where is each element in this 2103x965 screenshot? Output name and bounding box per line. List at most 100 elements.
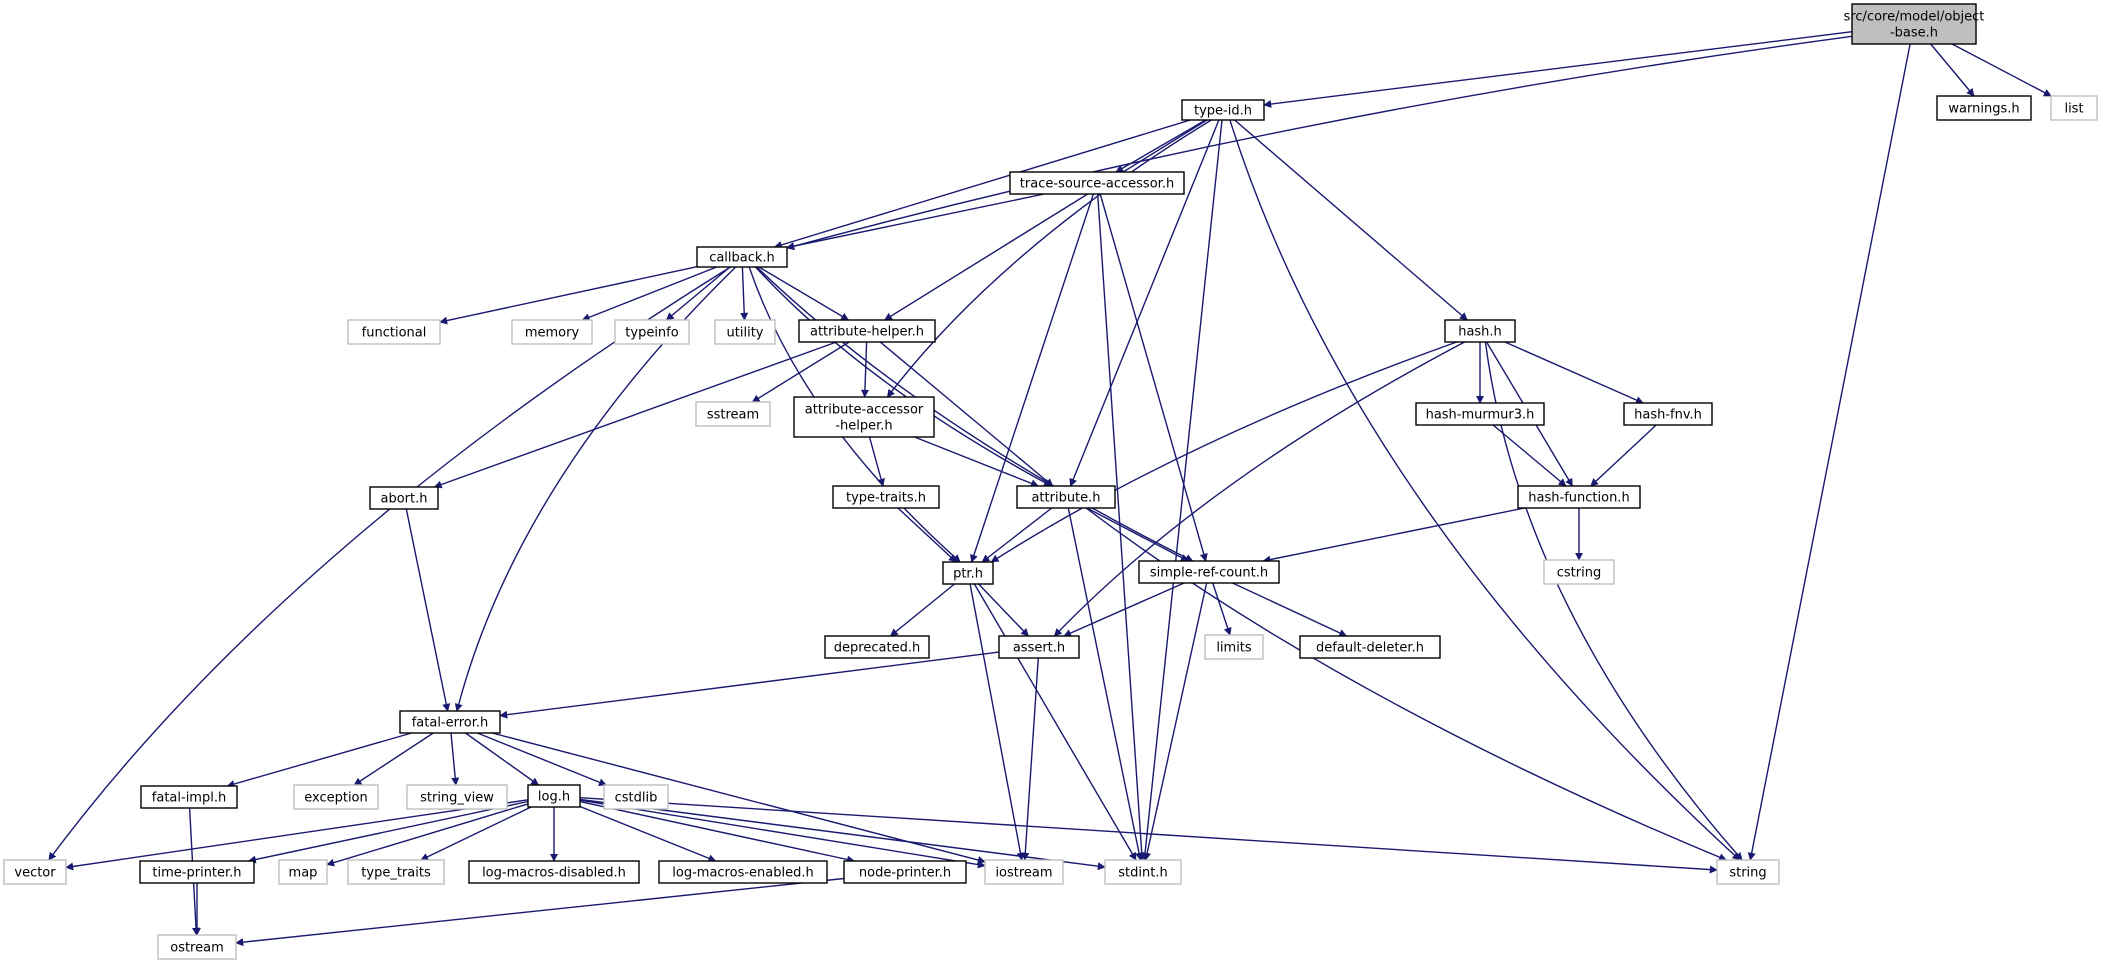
node-box (406, 784, 508, 810)
edge-assert-to-fatal-error (499, 651, 1000, 719)
node-limits: limits (1204, 634, 1264, 660)
node-default-deleter[interactable]: default-deleter.h (1299, 635, 1441, 659)
edge-simple-ref-count-to-stdint (1143, 582, 1208, 861)
node-box (1936, 95, 2032, 121)
edge-assert-to-iostream (1021, 657, 1039, 861)
node-memory: memory (511, 319, 593, 345)
node-box (1444, 319, 1516, 343)
node-label: node-printer.h (859, 866, 951, 881)
node-hash-fnv[interactable]: hash-fnv.h (1623, 402, 1713, 426)
node-attribute-accessor-helper[interactable]: attribute-accessor-helper.h (793, 396, 935, 438)
edge-type-id-to-hash (1234, 119, 1468, 321)
node-label: attribute.h (1031, 491, 1100, 506)
edge-fatal-error-to-cstdlib (477, 732, 607, 787)
edge-attribute-helper-to-abort (433, 341, 837, 489)
edge-log-to-string (579, 797, 1718, 874)
node-string-view: string_view (406, 784, 508, 810)
node-box (1299, 635, 1441, 659)
node-type-traits-h[interactable]: type-traits.h (832, 485, 940, 509)
edge-attribute-helper-to-attribute (879, 341, 1054, 487)
node-box (832, 485, 940, 509)
node-box (1716, 859, 1780, 885)
node-warnings[interactable]: warnings.h (1936, 95, 2032, 121)
node-box (984, 859, 1064, 885)
node-deprecated[interactable]: deprecated.h (824, 635, 930, 659)
node-node-printer[interactable]: node-printer.h (843, 860, 967, 884)
node-sstream: sstream (695, 401, 771, 427)
node-abort[interactable]: abort.h (369, 486, 439, 510)
node-attribute[interactable]: attribute.h (1016, 485, 1116, 509)
node-log[interactable]: log.h (527, 784, 581, 808)
edge-type-id-to-callback (773, 119, 1191, 249)
edge-fatal-error-to-iostream (491, 732, 986, 864)
node-box (824, 635, 930, 659)
node-cstring: cstring (1543, 559, 1615, 585)
edge-type-id-to-attribute (1069, 119, 1220, 487)
edge-callback-to-functional (439, 266, 698, 325)
node-typeinfo: typeinfo (614, 319, 690, 345)
node-callback[interactable]: callback.h (696, 246, 788, 268)
node-ostream: ostream (157, 934, 237, 960)
node-hash-function[interactable]: hash-function.h (1517, 485, 1641, 509)
node-label: typeinfo (625, 326, 678, 341)
node-label: list (2064, 102, 2083, 117)
node-label: -base.h (1890, 26, 1938, 41)
node-box (3, 859, 67, 885)
node-type-traits: type_traits (347, 859, 445, 885)
node-label: log-macros-disabled.h (482, 866, 626, 881)
node-box (1138, 560, 1280, 584)
node-label: -helper.h (835, 419, 892, 434)
node-label: fatal-error.h (412, 716, 489, 731)
edge-attribute-to-simple-ref-count (1086, 507, 1189, 562)
node-box (369, 486, 439, 510)
node-trace-source-accessor[interactable]: trace-source-accessor.h (1009, 171, 1185, 195)
node-label: hash.h (1458, 325, 1502, 340)
node-label: vector (14, 866, 56, 881)
node-box (399, 710, 501, 734)
node-label: callback.h (709, 251, 775, 266)
node-log-macros-enabled[interactable]: log-macros-enabled.h (658, 860, 828, 884)
node-fatal-error[interactable]: fatal-error.h (399, 710, 501, 734)
node-label: functional (362, 326, 427, 341)
node-type-id[interactable]: type-id.h (1181, 99, 1265, 121)
node-label: map (289, 866, 318, 881)
edge-hash-function-to-simple-ref-count (1262, 507, 1525, 564)
node-fatal-impl[interactable]: fatal-impl.h (140, 785, 238, 809)
node-label: attribute-helper.h (810, 325, 924, 340)
node-label: abort.h (381, 492, 428, 507)
node-ptr[interactable]: ptr.h (942, 561, 994, 585)
edge-fatal-error-to-log (465, 732, 540, 786)
node-hash-murmur3[interactable]: hash-murmur3.h (1415, 402, 1545, 426)
edge-fatal-error-to-fatal-impl (226, 732, 412, 788)
edge-log-to-node-printer (579, 800, 855, 864)
node-hash[interactable]: hash.h (1444, 319, 1516, 343)
node-time-printer[interactable]: time-printer.h (139, 860, 255, 884)
edge-object-base-to-warnings (1930, 43, 1975, 97)
node-log-macros-disabled[interactable]: log-macros-disabled.h (468, 860, 640, 884)
node-utility: utility (714, 319, 776, 345)
node-assert[interactable]: assert.h (998, 635, 1080, 659)
node-box (1181, 99, 1265, 121)
edge-abort-to-fatal-error (405, 508, 451, 712)
node-box (843, 860, 967, 884)
edge-attribute-helper-to-attribute-accessor-helper (860, 341, 869, 398)
edge-callback-to-vector (48, 266, 731, 861)
node-box (511, 319, 593, 345)
node-label: hash-function.h (1528, 491, 1629, 506)
node-label: simple-ref-count.h (1150, 566, 1268, 581)
node-simple-ref-count[interactable]: simple-ref-count.h (1138, 560, 1280, 584)
edge-callback-to-simple-ref-count (756, 266, 1194, 562)
edge-object-base-to-type-id (1263, 31, 1853, 108)
node-box (603, 784, 669, 810)
edge-type-id-to-attribute-accessor-helper (886, 119, 1212, 398)
node-attribute-helper[interactable]: attribute-helper.h (798, 319, 936, 343)
edge-hash-fnv-to-hash-function (1590, 424, 1657, 487)
node-cstdlib: cstdlib (603, 784, 669, 810)
edge-attribute-to-ptr (981, 507, 1053, 563)
node-box (1415, 402, 1545, 426)
node-box (527, 784, 581, 808)
node-box (139, 860, 255, 884)
edge-ptr-to-iostream (969, 583, 1025, 861)
edge-log-to-vector (65, 799, 529, 871)
